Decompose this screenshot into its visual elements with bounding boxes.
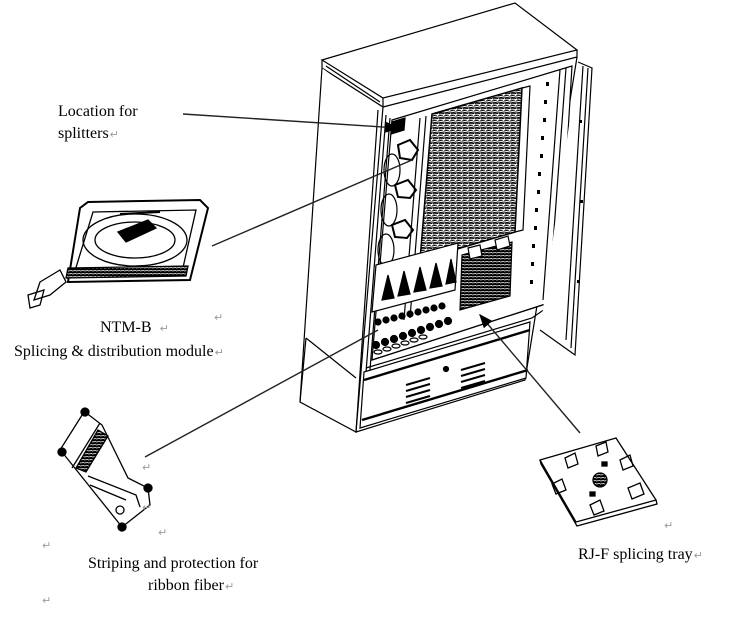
label-ribbon-line2: ribbon fiber — [148, 577, 224, 594]
paragraph-mark-icon: ↵ — [109, 128, 119, 141]
paragraph-mark-icon: ↵ — [42, 539, 52, 552]
label-ntm-b-line2: Splicing & distribution module — [14, 343, 214, 360]
paragraph-mark-icon: ↵ — [42, 594, 52, 607]
fan-out-cones — [381, 258, 457, 301]
patch-panel — [419, 86, 523, 262]
leader-splitters — [182, 113, 400, 133]
paragraph-mark-icon: ↵ — [142, 501, 152, 514]
leader-ntm-b — [211, 159, 413, 247]
label-ntm-b-line1: NTM-B — [100, 319, 152, 336]
paragraph-mark-icon: ↵ — [664, 519, 674, 532]
paragraph-mark-icon: ↵ — [693, 549, 703, 562]
adapter-row — [371, 302, 453, 350]
paragraph-mark-icon: ↵ — [159, 322, 169, 335]
paragraph-mark-icon: ↵ — [158, 526, 168, 539]
ntm-module-stack — [459, 241, 513, 311]
paragraph-mark-icon: ↵ — [214, 346, 224, 359]
rj-f-tray-drawing — [539, 437, 658, 527]
label-splitters: Location for splitters↵ — [58, 101, 138, 146]
paragraph-mark-icon: ↵ — [224, 580, 235, 593]
label-splitters-line1: Location for — [58, 103, 138, 120]
label-splitters-line2: splitters — [58, 125, 109, 142]
leader-lines — [144, 113, 581, 458]
label-ribbon: Striping and protection for ribbon fiber… — [88, 553, 258, 598]
paragraph-mark-icon: ↵ — [214, 311, 224, 324]
ntm-b-module-drawing — [27, 198, 210, 309]
label-tray-line1: RJ-F splicing tray — [578, 546, 693, 563]
label-tray: RJ-F splicing tray↵ — [578, 544, 703, 567]
label-ribbon-line1: Striping and protection for — [88, 555, 259, 572]
cabinet-plinth — [359, 321, 531, 429]
ribbon-protector-drawing — [57, 407, 153, 532]
label-ntm-b: NTM-B ↵ — [100, 317, 169, 340]
splitter-holders — [377, 138, 420, 267]
mounting-holes — [530, 82, 549, 284]
leader-tray — [479, 313, 581, 434]
cabinet-drawing — [299, 2, 593, 433]
label-ntm-b-description: Splicing & distribution module↵ — [14, 341, 224, 364]
vent-slots — [405, 362, 486, 404]
paragraph-mark-icon: ↵ — [142, 461, 152, 474]
leader-ribbon — [144, 329, 379, 458]
